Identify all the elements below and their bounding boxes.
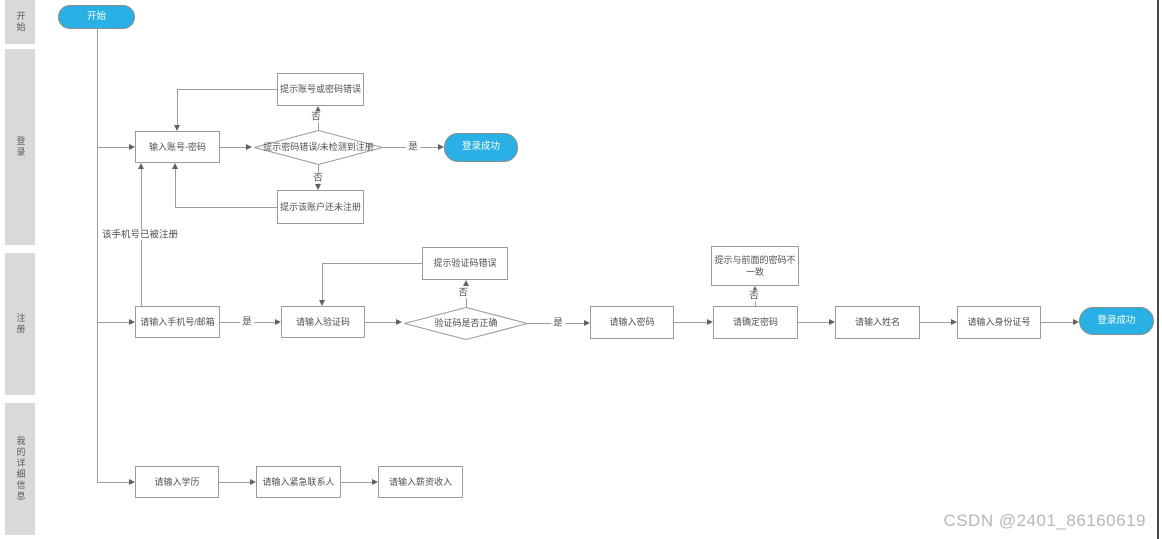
arrow-head-icon [396, 318, 402, 325]
edge-label: 是 [406, 141, 420, 153]
connector-line [341, 482, 372, 483]
node-label: 验证码是否正确 [434, 318, 498, 329]
node-reg-phone: 请输入手机号/邮箱 [135, 306, 220, 338]
swimlane-label: 登录 [15, 136, 26, 158]
node-label: 请输入学历 [154, 476, 200, 487]
node-label: 提示验证码错误 [433, 258, 497, 269]
node-pwd-confirm: 请确定密码 [713, 306, 798, 339]
node-label: 请输入紧急联系人 [262, 476, 335, 487]
arrow-head-icon [462, 280, 469, 286]
connector-line [177, 89, 178, 126]
node-label: 提示账号或密码错误 [280, 84, 362, 95]
edge-label: 否 [456, 287, 470, 299]
connector-line [674, 322, 707, 323]
edge-label: 该手机号已被注册 [99, 229, 181, 241]
arrow-head-icon [129, 478, 135, 485]
decision-diamond-shape [254, 130, 383, 165]
arrow-head-icon [829, 318, 835, 325]
connector-line [97, 322, 129, 323]
node-label: 登录成功 [461, 141, 500, 153]
edge-label: 否 [311, 172, 325, 184]
node-label: 提示与前面的密码不一致 [714, 254, 796, 277]
arrow-head-icon [584, 319, 590, 326]
arrow-head-icon [250, 478, 256, 485]
node-label: 开始 [86, 10, 106, 22]
connector-line [97, 29, 98, 482]
node-name-input: 请输入姓名 [835, 306, 920, 339]
arrow-head-icon [951, 318, 957, 325]
connector-line [798, 322, 829, 323]
node-login-input: 输入账号-密码 [135, 131, 220, 163]
edge-label: 否 [309, 111, 323, 123]
arrow-head-icon [1073, 318, 1079, 325]
swimlane-band: 开始 [5, 0, 35, 44]
node-label: 请输入薪资收入 [388, 476, 452, 487]
node-label: 请输入验证码 [295, 316, 350, 327]
swimlane-band: 登录 [5, 49, 35, 245]
node-label: 输入账号-密码 [149, 141, 206, 152]
swimlane-label: 开始 [15, 11, 26, 33]
connector-line [322, 263, 323, 300]
connector-line [322, 263, 422, 264]
node-label: 请确定密码 [732, 317, 778, 328]
screenshot-right-border [1157, 0, 1159, 539]
arrow-head-icon [246, 143, 252, 150]
node-pwd-input: 请输入密码 [590, 306, 674, 339]
node-login-wrong-top: 提示账号或密码错误 [277, 73, 364, 106]
node-reg-success: 登录成功 [1079, 307, 1154, 335]
node-code-decision: 验证码是否正确 [404, 307, 528, 340]
arrow-head-icon [372, 478, 378, 485]
node-reg-code: 请输入验证码 [281, 306, 365, 338]
node-login-decision: 提示密码错误/未检测到注册 [254, 130, 383, 165]
connector-line [219, 482, 250, 483]
edge-label: 是 [240, 316, 254, 328]
arrow-head-icon [137, 163, 144, 169]
decision-diamond-shape [404, 307, 528, 340]
arrow-head-icon [314, 184, 321, 190]
node-label: 请输入密码 [609, 317, 655, 328]
connector-line [365, 322, 398, 323]
node-label: 请输入身份证号 [967, 317, 1031, 328]
node-label: 请输入手机号/邮箱 [140, 316, 215, 327]
connector-line [97, 482, 129, 483]
swimlane-band: 注册 [5, 253, 35, 395]
node-label: 提示该账户还未注册 [280, 201, 362, 212]
node-label: 提示密码错误/未检测到注册 [263, 142, 374, 153]
node-id-input: 请输入身份证号 [957, 306, 1041, 339]
arrow-head-icon [707, 318, 713, 325]
node-edu-input: 请输入学历 [135, 466, 219, 498]
arrow-head-icon [318, 300, 325, 306]
edge-label: 否 [747, 290, 761, 302]
connector-line [175, 169, 176, 207]
arrow-head-icon [171, 163, 178, 169]
csdn-watermark: CSDN @2401_86160619 [943, 511, 1146, 530]
connector-line [920, 322, 951, 323]
arrow-head-icon [751, 286, 758, 292]
node-emergency-input: 请输入紧急联系人 [256, 466, 341, 498]
swimlane-label: 我的详细信息 [15, 436, 26, 502]
swimlane-label: 注册 [15, 313, 26, 335]
swimlane-band: 我的详细信息 [5, 403, 35, 535]
node-start: 开始 [58, 5, 135, 29]
arrow-head-icon [129, 143, 135, 150]
arrow-head-icon [275, 318, 281, 325]
node-label: 请输入姓名 [854, 317, 900, 328]
connector-line [1041, 322, 1073, 323]
arrow-head-icon [173, 125, 180, 131]
arrow-head-icon [314, 106, 321, 112]
connector-line [97, 147, 129, 148]
node-label: 登录成功 [1097, 314, 1136, 326]
node-salary-input: 请输入薪资收入 [378, 466, 463, 498]
arrow-head-icon [129, 318, 135, 325]
node-login-unregistered: 提示该账户还未注册 [277, 190, 364, 224]
connector-line [175, 207, 277, 208]
edge-label: 是 [551, 317, 565, 329]
node-code-error: 提示验证码错误 [422, 247, 508, 280]
node-login-success: 登录成功 [444, 133, 518, 162]
connector-line [177, 89, 277, 90]
connector-line [220, 147, 246, 148]
arrow-head-icon [438, 143, 444, 150]
node-pwd-mismatch: 提示与前面的密码不一致 [711, 246, 799, 286]
